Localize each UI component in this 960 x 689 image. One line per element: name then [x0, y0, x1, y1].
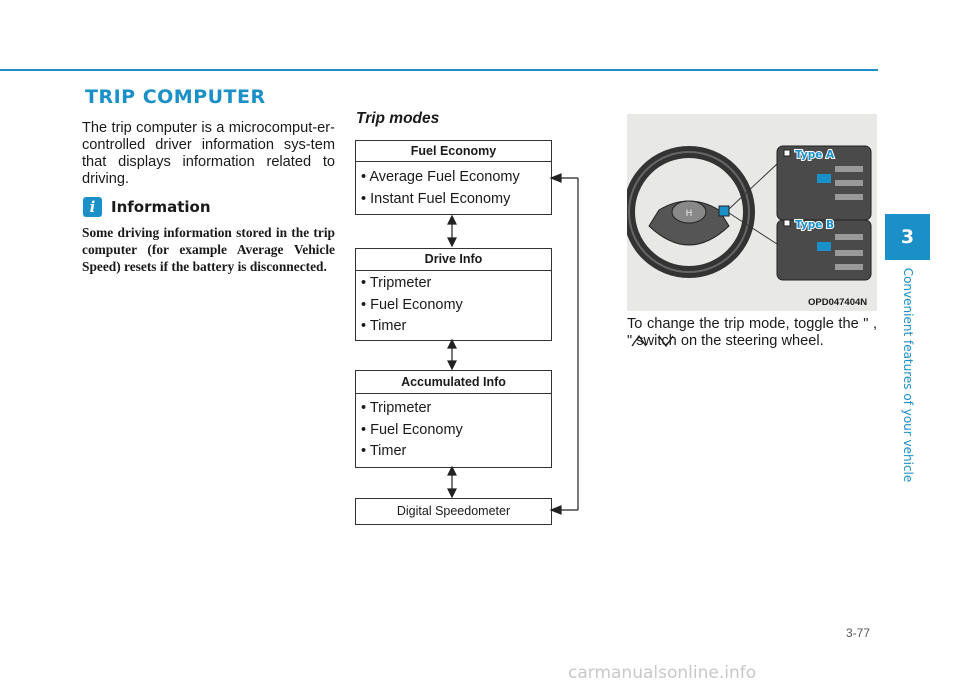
header-rule: [0, 69, 878, 71]
info-icon: i: [83, 197, 102, 217]
steering-wheel-illustration: H Type A Type B: [623, 145, 872, 281]
mode-item-list: Tripmeter Fuel Economy Timer: [356, 271, 551, 338]
page-number: 3-77: [846, 626, 871, 640]
mode-box-header: Drive Info: [356, 249, 551, 271]
mode-box-header: Fuel Economy: [356, 141, 551, 162]
chapter-title-vertical: Convenient features of your vehicle: [898, 260, 918, 492]
intro-paragraph: The trip computer is a microcomput-er-co…: [82, 120, 335, 187]
mode-item-list: Tripmeter Fuel Economy Timer: [356, 394, 551, 463]
type-b-marker: [783, 219, 791, 227]
mode-item: Fuel Economy: [361, 420, 551, 442]
mode-item: Timer: [361, 316, 551, 338]
info-paragraph: Some driving information stored in the t…: [82, 225, 335, 274]
info-heading: Information: [111, 198, 211, 216]
mode-box-drive-info: Drive Info Tripmeter Fuel Economy Timer: [355, 248, 552, 341]
mode-item: Tripmeter: [361, 398, 551, 420]
figure-code: OPD047404N: [808, 297, 868, 308]
mode-item-list: Average Fuel Economy Instant Fuel Econom…: [356, 162, 551, 210]
down-caret-icon: [658, 335, 674, 348]
up-down-switch-icons: [631, 334, 674, 348]
mode-item: Timer: [361, 441, 551, 463]
mode-item: Instant Fuel Economy: [361, 189, 551, 211]
mode-box-accumulated-info: Accumulated Info Tripmeter Fuel Economy …: [355, 370, 552, 468]
up-caret-icon: [631, 334, 647, 347]
mode-item: Tripmeter: [361, 273, 551, 295]
figure-caption: To change the trip mode, toggle the " , …: [627, 316, 877, 349]
type-b-label: Type B: [795, 219, 834, 231]
chapter-title: Convenient features of your vehicle: [901, 267, 915, 483]
mode-box-digital-speedometer: Digital Speedometer: [355, 498, 552, 525]
mode-box-header: Accumulated Info: [356, 371, 551, 394]
chapter-number-tab: 3: [885, 214, 930, 260]
mode-item: Average Fuel Economy: [361, 167, 551, 189]
page-title: TRIP COMPUTER: [85, 86, 266, 108]
svg-text:H: H: [686, 209, 693, 219]
watermark: carmanualsonline.info: [568, 663, 757, 683]
steering-wheel-figure: H Type A Type B: [623, 114, 877, 311]
mode-box-fuel-economy: Fuel Economy Average Fuel Economy Instan…: [355, 140, 552, 215]
type-a-marker: [783, 149, 791, 157]
mode-item: Fuel Economy: [361, 295, 551, 317]
trip-modes-heading: Trip modes: [356, 110, 440, 127]
type-a-label: Type A: [795, 149, 835, 161]
